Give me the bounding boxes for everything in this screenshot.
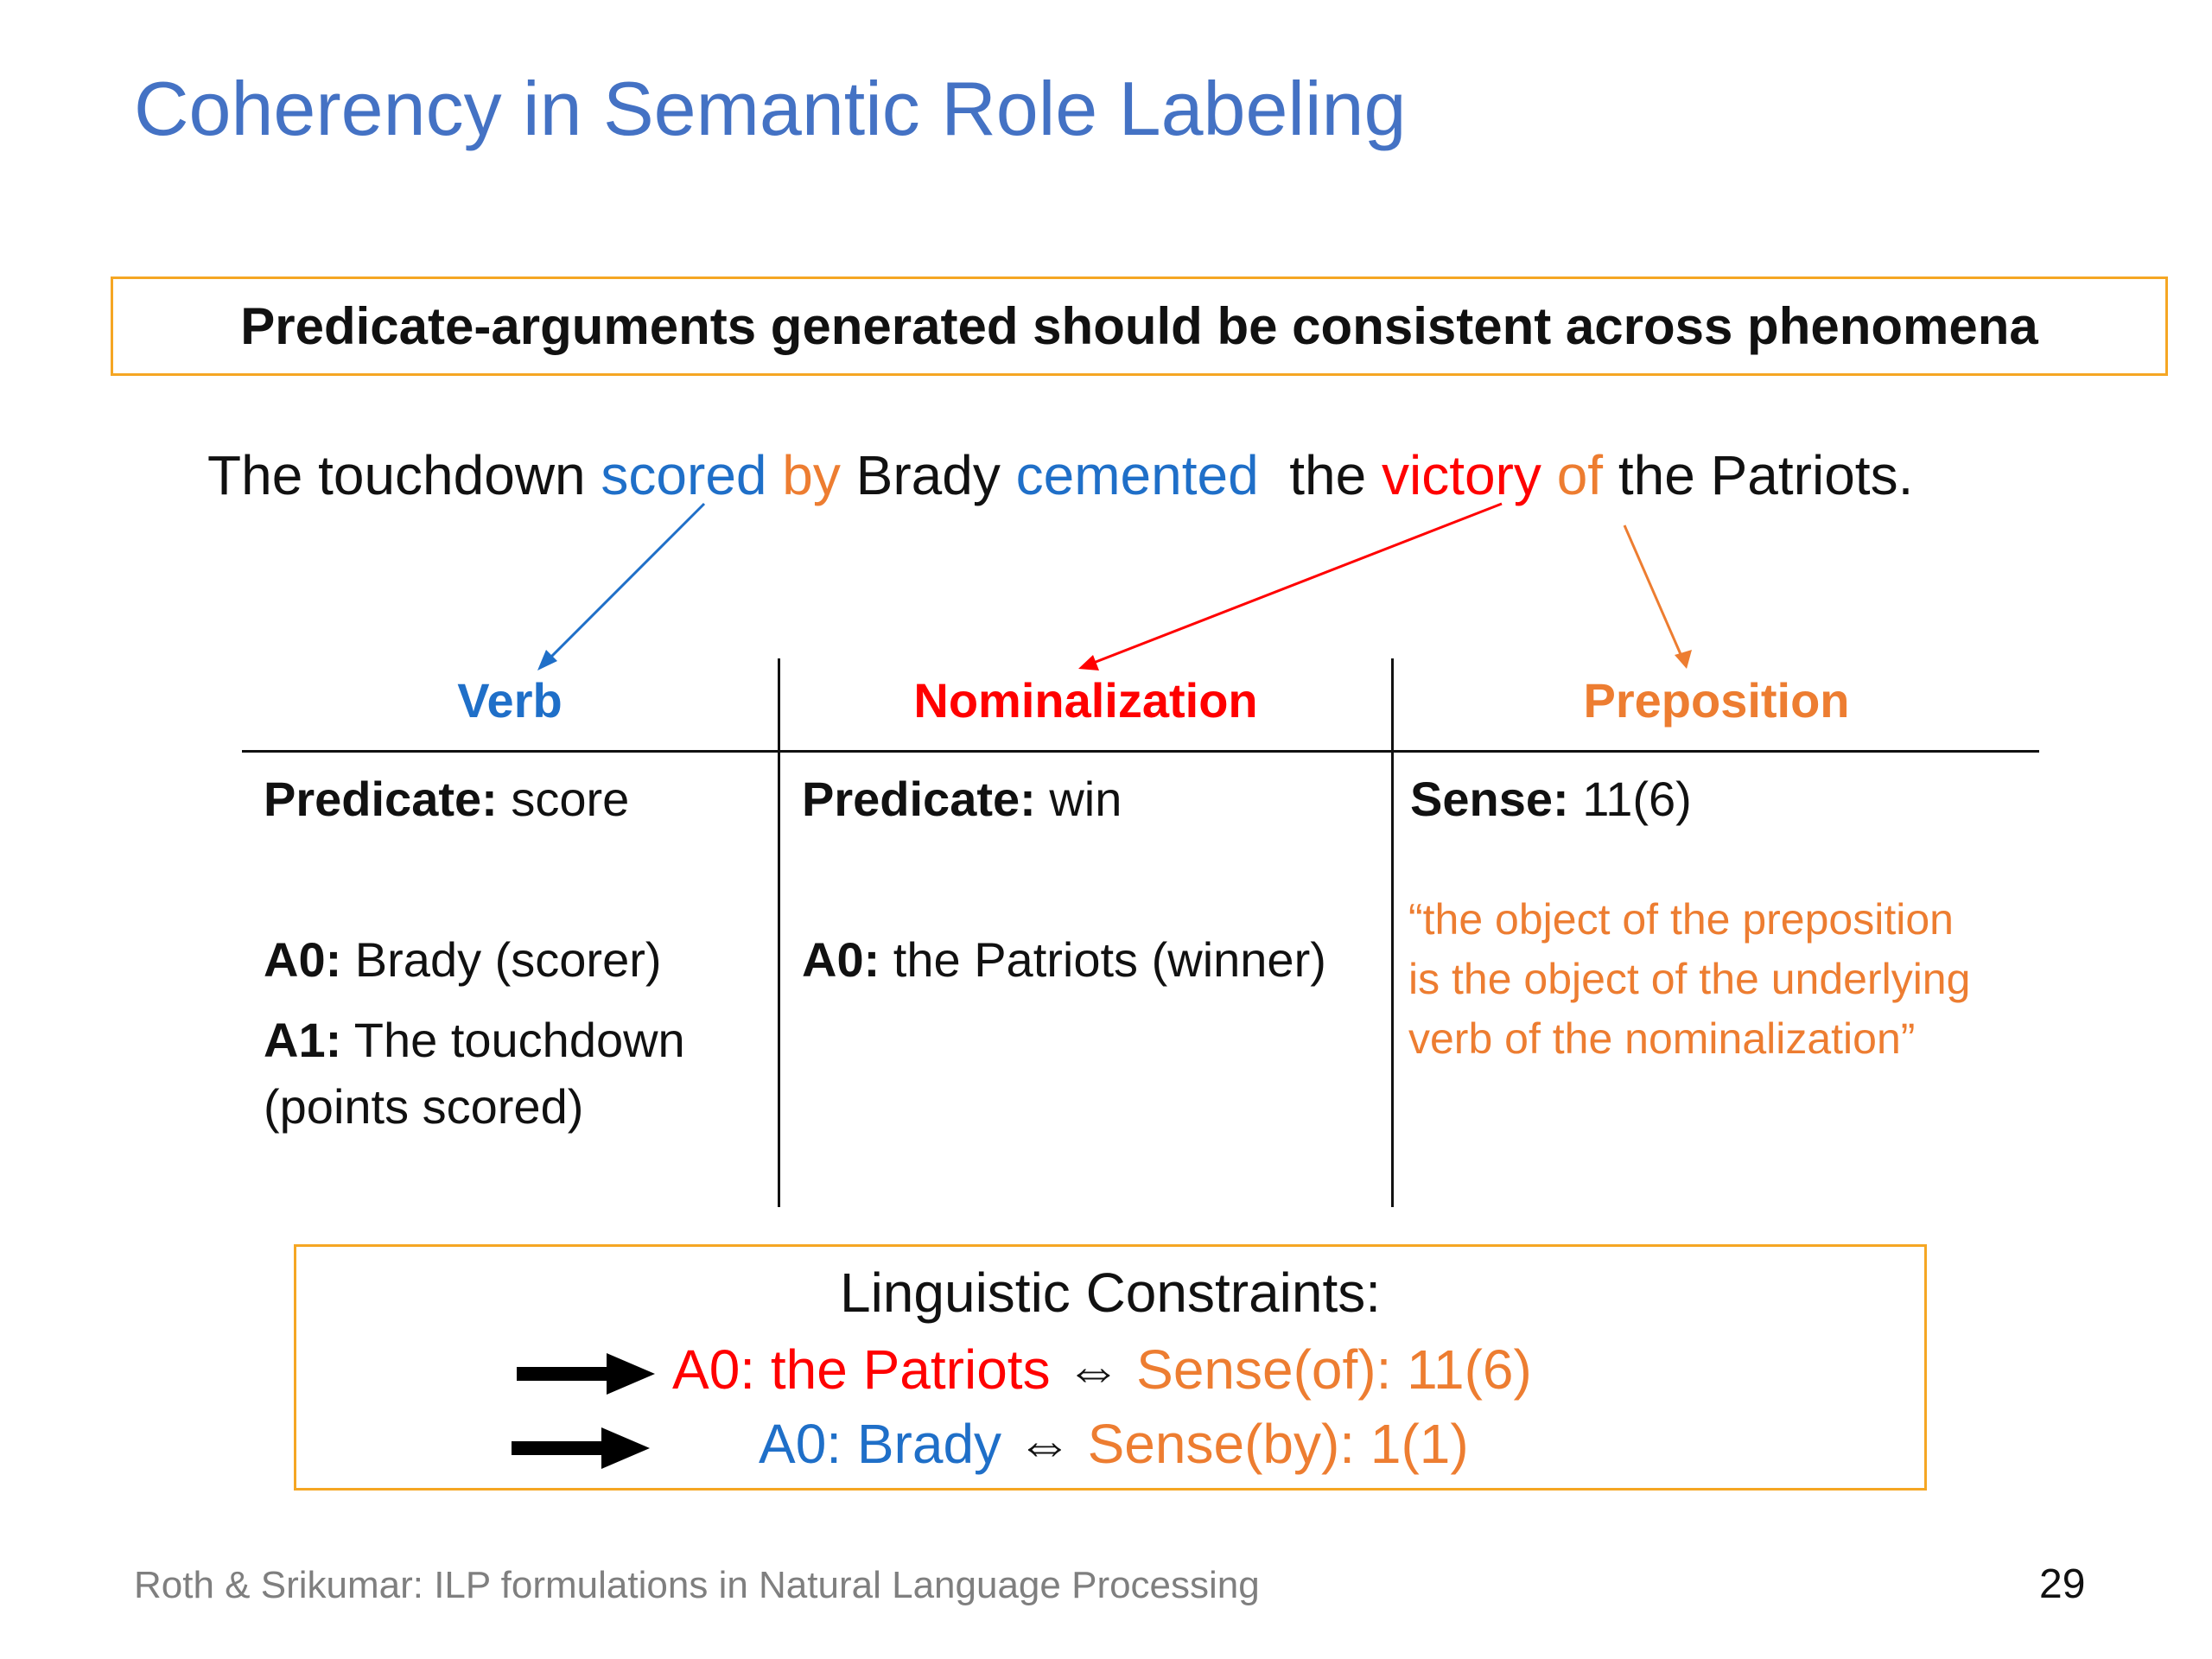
column-header-preposition: Preposition	[1583, 673, 1850, 728]
constraints-box: Linguistic Constraints:	[294, 1244, 1927, 1491]
column-header-nominalization: Nominalization	[913, 673, 1258, 728]
verb-a1-value: The touchdown	[341, 1013, 685, 1067]
arrowhead-preposition	[1675, 650, 1692, 669]
table-column-divider-2	[1391, 658, 1394, 1207]
claim-text: Predicate-arguments generated should be …	[240, 297, 2038, 355]
verb-predicate: Predicate: score	[264, 766, 629, 832]
verb-predicate-value: score	[497, 772, 630, 826]
arrowhead-nominalization	[1078, 655, 1099, 671]
arrow-right-icon	[512, 1427, 650, 1469]
word-victory: victory	[1382, 444, 1541, 506]
verb-predicate-label: Predicate:	[264, 772, 498, 826]
nominalization-a0-value: the Patriots (winner)	[880, 932, 1326, 987]
verb-a0-value: Brady (scorer)	[341, 932, 662, 987]
constraint-1-right: Sense(of): 11(6)	[1136, 1338, 1532, 1401]
table-header-divider	[242, 750, 2039, 753]
word-scored: scored	[601, 444, 767, 506]
nominalization-a0: A0: the Patriots (winner)	[802, 926, 1326, 993]
slide-title: Coherency in Semantic Role Labeling	[134, 66, 1407, 151]
arrow-right-icon	[517, 1353, 655, 1395]
preposition-quote: “the object of the preposition is the ob…	[1408, 890, 1970, 1069]
arrowhead-verb	[537, 650, 557, 671]
verb-a0: A0: Brady (scorer)	[264, 926, 662, 993]
word-by: by	[766, 444, 841, 506]
constraint-2-right: Sense(by): 1(1)	[1087, 1413, 1469, 1475]
nominalization-predicate-label: Predicate:	[802, 772, 1036, 826]
constraint-1-symbol: ⇔	[1050, 1338, 1137, 1401]
verb-a1-value-line2: (points scored)	[264, 1079, 584, 1135]
constraints-title: Linguistic Constraints:	[839, 1262, 1382, 1324]
constraint-2-symbol: ⇔	[1001, 1413, 1088, 1475]
sentence-part-1: The touchdown	[207, 444, 601, 506]
sentence-part-4: the Patriots.	[1603, 444, 1914, 506]
verb-a1-label: A1:	[264, 1013, 342, 1067]
preposition-quote-line-1: “the object of the preposition	[1408, 895, 1954, 944]
constraint-2-left: A0: Brady	[759, 1413, 1002, 1475]
preposition-sense-value: 11(6)	[1568, 772, 1692, 826]
column-header-verb: Verb	[457, 673, 563, 728]
constraint-line-2: A0: Brady ⇔ Sense(by): 1(1)	[759, 1412, 1469, 1476]
nominalization-a0-label: A0:	[802, 932, 880, 987]
word-of: of	[1541, 444, 1604, 506]
nominalization-predicate: Predicate: win	[802, 766, 1122, 832]
constraint-1-left: A0: the Patriots	[672, 1338, 1051, 1401]
preposition-quote-line-3: verb of the nominalization”	[1408, 1014, 1916, 1063]
constraint-line-1: A0: the Patriots ⇔ Sense(of): 11(6)	[672, 1338, 1532, 1402]
nominalization-predicate-value: win	[1035, 772, 1122, 826]
arrow-scored-to-verb	[543, 502, 706, 665]
arrow-of-to-preposition	[1623, 524, 1685, 661]
preposition-sense: Sense: 11(6)	[1410, 766, 1692, 832]
example-sentence: The touchdown scored by Brady cemented t…	[207, 442, 1913, 509]
preposition-quote-line-2: is the object of the underlying	[1408, 955, 1971, 1003]
footer-citation: Roth & Srikumar: ILP formulations in Nat…	[134, 1564, 1260, 1606]
sentence-part-2: Brady	[840, 444, 1016, 506]
preposition-sense-label: Sense:	[1410, 772, 1569, 826]
verb-a1: A1: The touchdown (points scored)	[264, 1007, 685, 1141]
word-cemented: cemented	[1015, 444, 1259, 506]
verb-a0-label: A0:	[264, 932, 342, 987]
claim-box: Predicate-arguments generated should be …	[111, 276, 2168, 376]
arrow-victory-to-nominalization	[1086, 502, 1503, 667]
table-column-divider-1	[778, 658, 780, 1207]
page-number: 29	[2039, 1561, 2086, 1607]
sentence-part-3: the	[1258, 444, 1382, 506]
